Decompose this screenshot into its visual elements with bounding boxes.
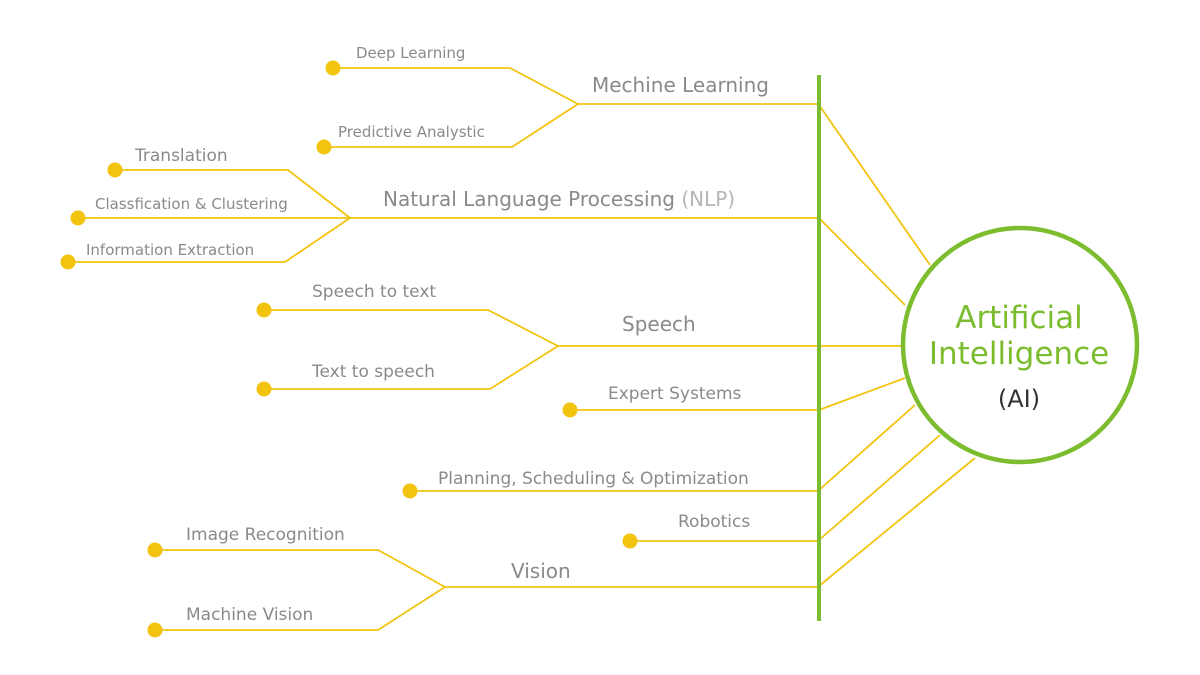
label-nlp-suffix: (NLP) xyxy=(681,187,735,211)
sub-labels: Deep Learning Predictive Analystic Trans… xyxy=(86,44,485,625)
subline-predictive-analystic xyxy=(324,103,579,148)
subline-machine-vision xyxy=(155,586,446,631)
endpoint-dots xyxy=(60,60,638,638)
label-predictive-analystic: Predictive Analystic xyxy=(338,123,485,141)
label-vision: Vision xyxy=(511,559,571,583)
category-labels: Mechine Learning Natural Language Proces… xyxy=(383,73,769,583)
label-image-recognition: Image Recognition xyxy=(186,525,345,545)
dot-classification xyxy=(70,210,86,226)
hub-circle xyxy=(900,225,1140,465)
label-deep-learning: Deep Learning xyxy=(356,44,465,62)
connector-vision xyxy=(818,457,976,587)
label-text-to-speech: Text to speech xyxy=(311,362,435,382)
label-mechine-learning: Mechine Learning xyxy=(592,73,769,97)
label-information-extraction: Information Extraction xyxy=(86,241,254,259)
label-nlp-main: Natural Language Processing xyxy=(383,187,675,211)
dot-speech-to-text xyxy=(256,302,272,318)
subline-translation xyxy=(115,169,351,219)
connector-expert-systems xyxy=(818,377,906,411)
label-speech: Speech xyxy=(622,312,696,336)
subline-text-to-speech xyxy=(264,345,559,390)
label-expert-systems: Expert Systems xyxy=(608,384,742,404)
label-classification: Classfication & Clustering xyxy=(95,195,288,213)
hub-connectors xyxy=(818,104,976,587)
subline-information-extraction xyxy=(68,217,351,263)
subline-image-recognition xyxy=(155,549,446,588)
dot-robotics xyxy=(622,533,638,549)
dot-deep-learning xyxy=(325,60,341,76)
subline-speech-to-text xyxy=(264,309,559,347)
connector-mechine-learning xyxy=(818,104,931,266)
hub-title-line2: Intelligence xyxy=(929,336,1109,372)
label-robotics: Robotics xyxy=(678,512,750,532)
connector-robotics xyxy=(818,434,941,541)
hub-title-line1: Artificial xyxy=(955,300,1083,336)
hub-abbrev: (AI) xyxy=(998,385,1040,413)
dot-expert-systems xyxy=(562,402,578,418)
dot-information-extraction xyxy=(60,254,76,270)
label-translation: Translation xyxy=(134,146,228,166)
label-machine-vision: Machine Vision xyxy=(186,605,313,625)
dot-planning xyxy=(402,483,418,499)
dot-text-to-speech xyxy=(256,381,272,397)
dot-translation xyxy=(107,162,123,178)
connector-planning xyxy=(818,404,916,491)
label-planning: Planning, Scheduling & Optimization xyxy=(438,469,749,489)
subline-deep-learning xyxy=(333,67,579,105)
sub-branch-lines xyxy=(68,67,579,631)
dot-image-recognition xyxy=(147,542,163,558)
label-speech-to-text: Speech to text xyxy=(312,282,436,302)
connector-nlp xyxy=(818,217,906,306)
category-lines xyxy=(350,103,819,588)
label-nlp: Natural Language Processing (NLP) xyxy=(383,187,735,211)
dot-machine-vision xyxy=(147,622,163,638)
center-hub: Artificial Intelligence (AI) xyxy=(900,225,1140,465)
dot-predictive-analystic xyxy=(316,139,332,155)
